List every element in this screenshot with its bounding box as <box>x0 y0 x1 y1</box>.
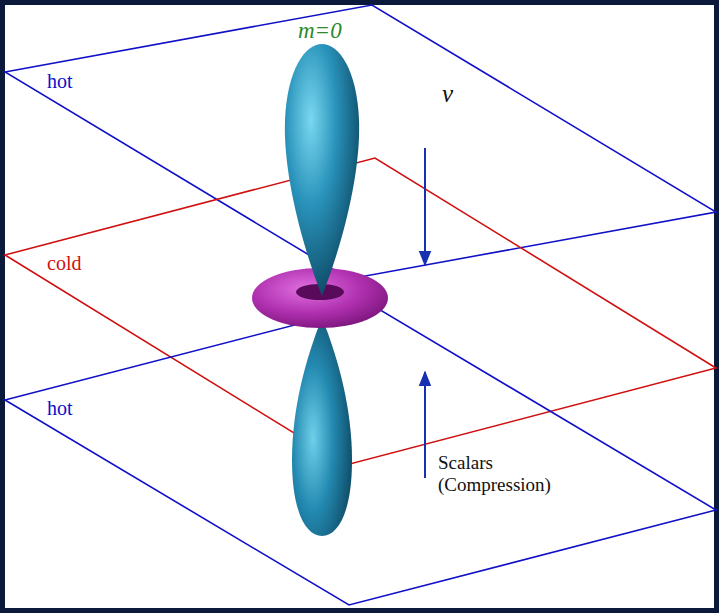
mode-label: m=0 <box>298 18 342 44</box>
plane-edge <box>5 158 716 465</box>
plane-label: hot <box>47 70 73 93</box>
plane-outline <box>5 5 716 279</box>
plane-edge <box>5 305 716 605</box>
hot-plane: hot <box>5 305 716 605</box>
velocity-label: v <box>442 80 453 109</box>
upper-lobe <box>285 44 359 296</box>
scalars-label: Scalars (Compression) <box>438 452 588 496</box>
plane-outline <box>5 305 716 605</box>
plane-edge <box>5 5 716 279</box>
hot-plane: hot <box>5 5 716 279</box>
lower-lobe <box>292 318 352 536</box>
plane-label: hot <box>47 397 73 420</box>
compression-arrow <box>424 372 426 478</box>
velocity-arrow <box>424 148 426 265</box>
plane-label: cold <box>47 252 81 275</box>
